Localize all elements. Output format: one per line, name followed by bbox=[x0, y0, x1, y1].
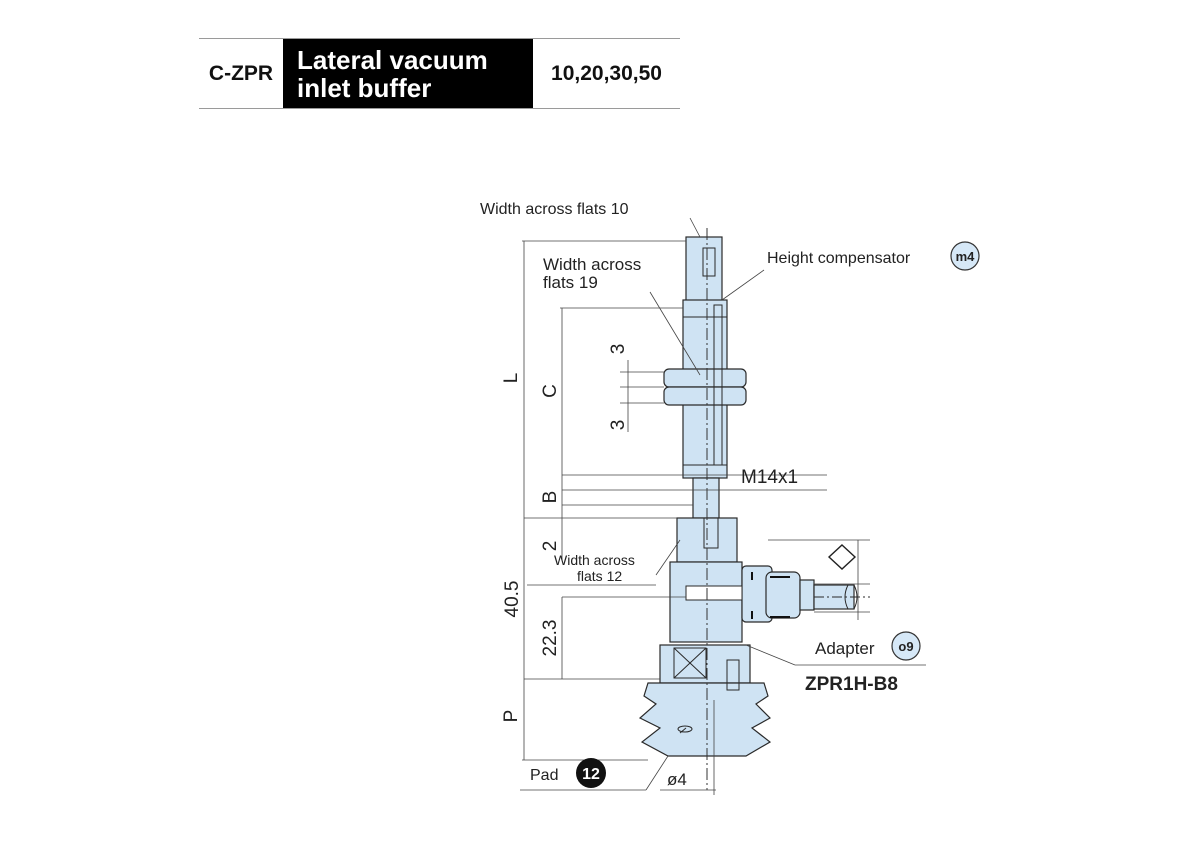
dim-P: P bbox=[501, 710, 522, 723]
dim-C: C bbox=[540, 384, 561, 398]
label-height-compensator: Height compensator bbox=[767, 250, 911, 267]
dim-3-lower: 3 bbox=[608, 420, 629, 431]
inner-bore bbox=[702, 247, 716, 277]
lock-nut-lower bbox=[663, 386, 747, 406]
part-details bbox=[673, 247, 870, 734]
dim-B: B bbox=[540, 491, 561, 504]
adapter-block bbox=[669, 561, 743, 643]
top-hex bbox=[685, 236, 723, 304]
dim-40-5: 40.5 bbox=[502, 581, 523, 618]
dim-L: L bbox=[501, 373, 522, 384]
svg-text:o9: o9 bbox=[898, 639, 913, 654]
label-wf19-line2: flats 19 bbox=[543, 273, 598, 292]
fitting-marks bbox=[751, 572, 790, 619]
available-sizes: 10,20,30,50 bbox=[551, 61, 662, 85]
dimension-lines bbox=[520, 217, 926, 795]
dim-3-upper: 3 bbox=[608, 344, 629, 355]
product-header: C-ZPR Lateral vacuum inlet buffer 10,20,… bbox=[199, 38, 680, 109]
badge-o9: o9 bbox=[891, 631, 921, 661]
label-wf10: Width across flats 10 bbox=[480, 201, 629, 218]
svg-text:12: 12 bbox=[582, 766, 600, 783]
label-diameter: ø4 bbox=[667, 770, 687, 789]
badge-pad-12: 12 bbox=[576, 758, 606, 788]
label-wf12-line1: Width across bbox=[554, 552, 635, 568]
lock-nut-upper bbox=[663, 368, 747, 388]
label-thread: M14x1 bbox=[741, 467, 798, 488]
badge-m4: m4 bbox=[950, 241, 980, 271]
part-bodies bbox=[638, 236, 855, 757]
pad-bellows bbox=[638, 682, 772, 757]
dim-2: 2 bbox=[540, 541, 561, 552]
label-pad: Pad bbox=[530, 767, 558, 784]
label-adapter-model: ZPR1H-B8 bbox=[805, 674, 898, 695]
svg-text:m4: m4 bbox=[956, 249, 976, 264]
fitting-nut bbox=[765, 571, 801, 619]
label-adapter: Adapter bbox=[815, 639, 875, 658]
dim-22-3: 22.3 bbox=[540, 620, 561, 657]
hex-square bbox=[673, 647, 707, 679]
model-code: C-ZPR bbox=[208, 61, 274, 85]
product-title: Lateral vacuum inlet buffer bbox=[283, 39, 533, 108]
diamond-icon bbox=[827, 544, 857, 570]
shaft bbox=[692, 477, 720, 519]
label-wf19-line1: Width across bbox=[543, 255, 641, 274]
set-screw bbox=[726, 659, 740, 691]
label-wf12-line2: flats 12 bbox=[577, 568, 622, 584]
fitting-tail bbox=[799, 579, 815, 611]
